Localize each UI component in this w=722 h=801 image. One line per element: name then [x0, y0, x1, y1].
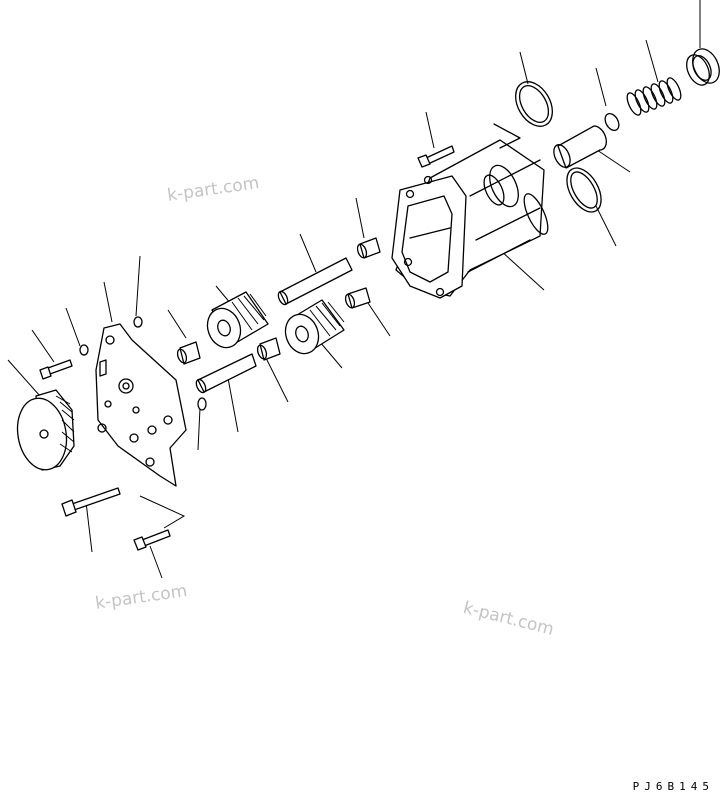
cover-plate: [95, 323, 187, 487]
pump-gear-left: [206, 291, 269, 349]
drive-shaft-lower: [195, 353, 257, 394]
spring: [626, 77, 682, 116]
bolt-short: [39, 359, 73, 380]
drive-gear: [16, 389, 75, 471]
valve-spool: [553, 125, 607, 169]
o-ring-lower: [566, 167, 602, 213]
bushing-lower: [256, 337, 281, 361]
small-ring: [604, 112, 620, 132]
washer: [79, 344, 89, 356]
bolt-lower: [133, 529, 171, 551]
bushing-middle: [344, 287, 371, 309]
leader-lines: [7, 0, 701, 579]
pump-housing: [391, 123, 549, 299]
group-bracket: [139, 495, 186, 529]
housing-bolt: [417, 145, 455, 168]
bushing-left: [176, 341, 201, 365]
nut: [197, 397, 207, 411]
bushing-upper: [356, 237, 381, 259]
bolt-long: [61, 487, 121, 517]
dowel-pin: [133, 316, 143, 328]
pump-gear-right: [284, 299, 345, 355]
drawing-code: PJ6B145: [632, 780, 714, 793]
drive-shaft-upper: [277, 257, 353, 306]
o-ring-upper: [515, 81, 553, 127]
plug-cap: [686, 48, 720, 86]
